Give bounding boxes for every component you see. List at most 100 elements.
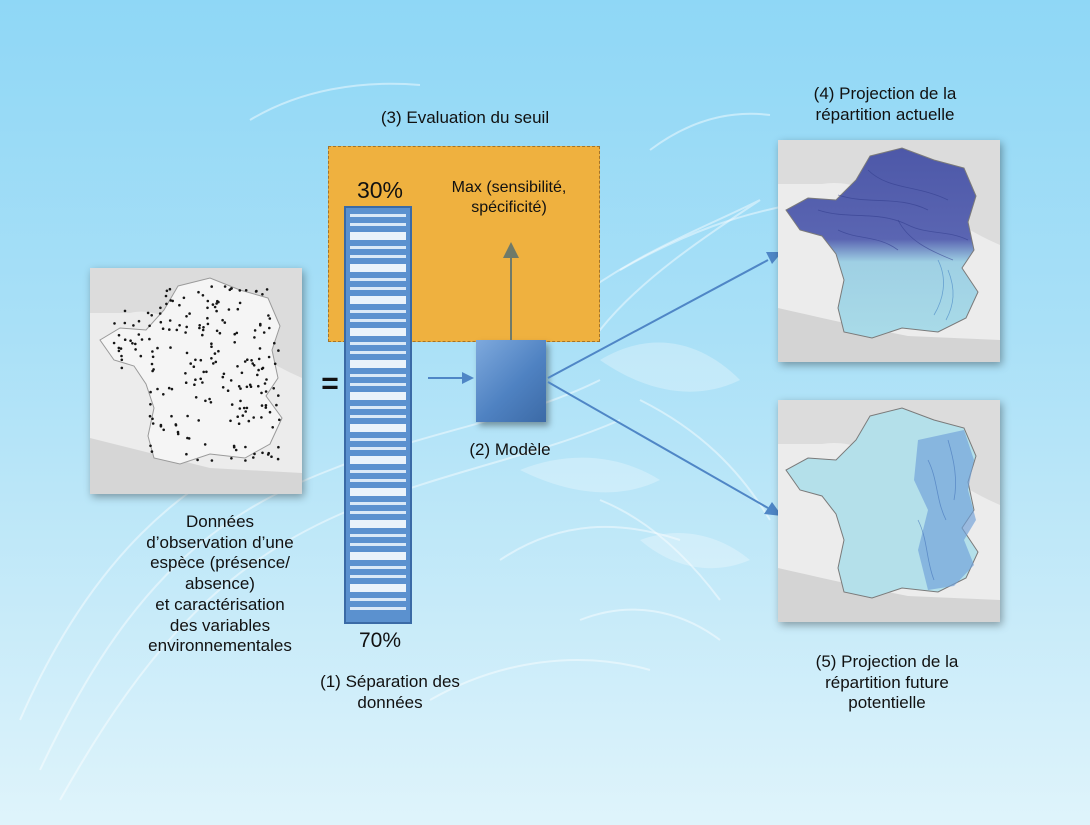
observation-label-line-2: d’observation d’une xyxy=(146,532,294,552)
occurrence-point xyxy=(208,397,211,401)
occurrence-point xyxy=(215,329,219,333)
occurrence-point xyxy=(185,325,188,329)
occurrence-point xyxy=(193,383,196,386)
occurrence-point xyxy=(238,289,242,292)
occurrence-point xyxy=(120,354,123,358)
observation-label-line-7: environnementales xyxy=(148,636,292,656)
occurrence-point xyxy=(230,457,233,460)
column-stripe xyxy=(350,575,406,578)
occurrence-point xyxy=(185,315,188,318)
occurrence-point xyxy=(244,289,248,292)
occurrence-point xyxy=(131,342,134,345)
occurrence-point xyxy=(206,322,210,326)
occurrence-point xyxy=(217,349,220,353)
occurrence-point xyxy=(151,350,154,353)
step5-line-2: répartition future xyxy=(825,672,949,692)
top-percent-label: 30% xyxy=(356,177,404,203)
occurrence-point xyxy=(244,459,247,462)
occurrence-point xyxy=(150,450,154,453)
occurrence-point xyxy=(253,329,257,332)
occurrence-point xyxy=(186,414,189,418)
france-future-distribution-map-icon xyxy=(778,400,1000,622)
occurrence-point xyxy=(117,346,121,350)
occurrence-point xyxy=(146,311,150,315)
occurrence-point xyxy=(198,324,201,327)
observation-label-line-4: absence) xyxy=(185,574,255,594)
occurrence-point xyxy=(210,459,214,462)
occurrence-point xyxy=(260,391,263,395)
occurrence-point xyxy=(162,393,165,396)
occurrence-point xyxy=(243,360,247,363)
occurrence-point xyxy=(123,309,127,313)
column-stripe xyxy=(350,392,406,400)
occurrence-point xyxy=(176,432,180,436)
occurrence-point xyxy=(252,456,255,459)
occurrence-point xyxy=(120,366,124,370)
occurrence-point xyxy=(194,358,197,362)
occurrence-point xyxy=(184,372,187,375)
occurrence-point xyxy=(184,331,187,334)
column-stripe xyxy=(350,502,406,505)
occurrence-point xyxy=(194,396,198,399)
occurrence-point xyxy=(265,288,269,291)
occurrence-point xyxy=(206,299,210,303)
occurrence-point xyxy=(164,294,168,298)
occurrence-point xyxy=(247,419,251,423)
occurrence-point xyxy=(245,385,249,389)
occurrence-point xyxy=(273,362,277,366)
occurrence-point xyxy=(148,337,151,341)
occurrence-point xyxy=(267,355,271,359)
data-split-column xyxy=(344,206,412,624)
occurrence-point xyxy=(174,423,178,426)
occurrence-point xyxy=(178,324,181,327)
occurrence-point xyxy=(253,452,256,456)
current-distribution-map-card xyxy=(778,140,1000,362)
occurrence-point xyxy=(212,362,215,365)
occurrence-point xyxy=(227,308,231,311)
occurrence-point xyxy=(264,406,268,409)
occurrence-point xyxy=(259,324,262,327)
occurrence-point xyxy=(165,289,169,293)
france-current-distribution-map-icon xyxy=(778,140,1000,362)
occurrence-point xyxy=(261,451,264,455)
occurrence-point xyxy=(201,381,204,384)
occurrence-point xyxy=(256,373,259,377)
occurrence-point xyxy=(123,321,127,325)
arrow-model-to-max-head xyxy=(503,242,519,258)
occurrence-point xyxy=(228,288,232,292)
occurrence-point xyxy=(250,359,253,362)
occurrence-point xyxy=(239,399,242,403)
column-stripe xyxy=(350,223,406,226)
occurrence-point xyxy=(182,296,186,300)
occurrence-point xyxy=(236,307,240,311)
column-stripe xyxy=(350,278,406,281)
occurrence-point xyxy=(148,324,151,328)
occurrence-point xyxy=(188,312,191,315)
occurrence-point xyxy=(168,287,172,291)
occurrence-point xyxy=(252,416,255,419)
occurrence-point xyxy=(150,314,153,317)
column-stripe xyxy=(350,438,406,441)
occurrence-point xyxy=(218,331,222,335)
occurrence-point xyxy=(258,347,262,350)
occurrence-point xyxy=(201,294,205,297)
occurrence-point xyxy=(156,387,159,391)
occurrence-point xyxy=(170,387,174,391)
occurrence-point xyxy=(194,378,197,381)
occurrence-point xyxy=(187,437,191,440)
occurrence-point xyxy=(211,303,215,306)
occurrence-point xyxy=(201,328,205,332)
occurrence-point xyxy=(134,342,137,346)
occurrence-point xyxy=(149,390,152,394)
column-stripe xyxy=(350,383,406,386)
occurrence-point xyxy=(232,444,236,448)
occurrence-point xyxy=(197,419,200,422)
arrow-model-to-future-head xyxy=(764,502,782,516)
occurrence-point xyxy=(217,300,220,304)
occurrence-point xyxy=(199,377,202,381)
occurrence-point xyxy=(213,305,217,309)
occurrence-point xyxy=(198,326,201,330)
step5-line-3: potentielle xyxy=(848,693,926,713)
observation-label-line-1: Données xyxy=(185,512,255,531)
occurrence-point xyxy=(213,352,217,355)
